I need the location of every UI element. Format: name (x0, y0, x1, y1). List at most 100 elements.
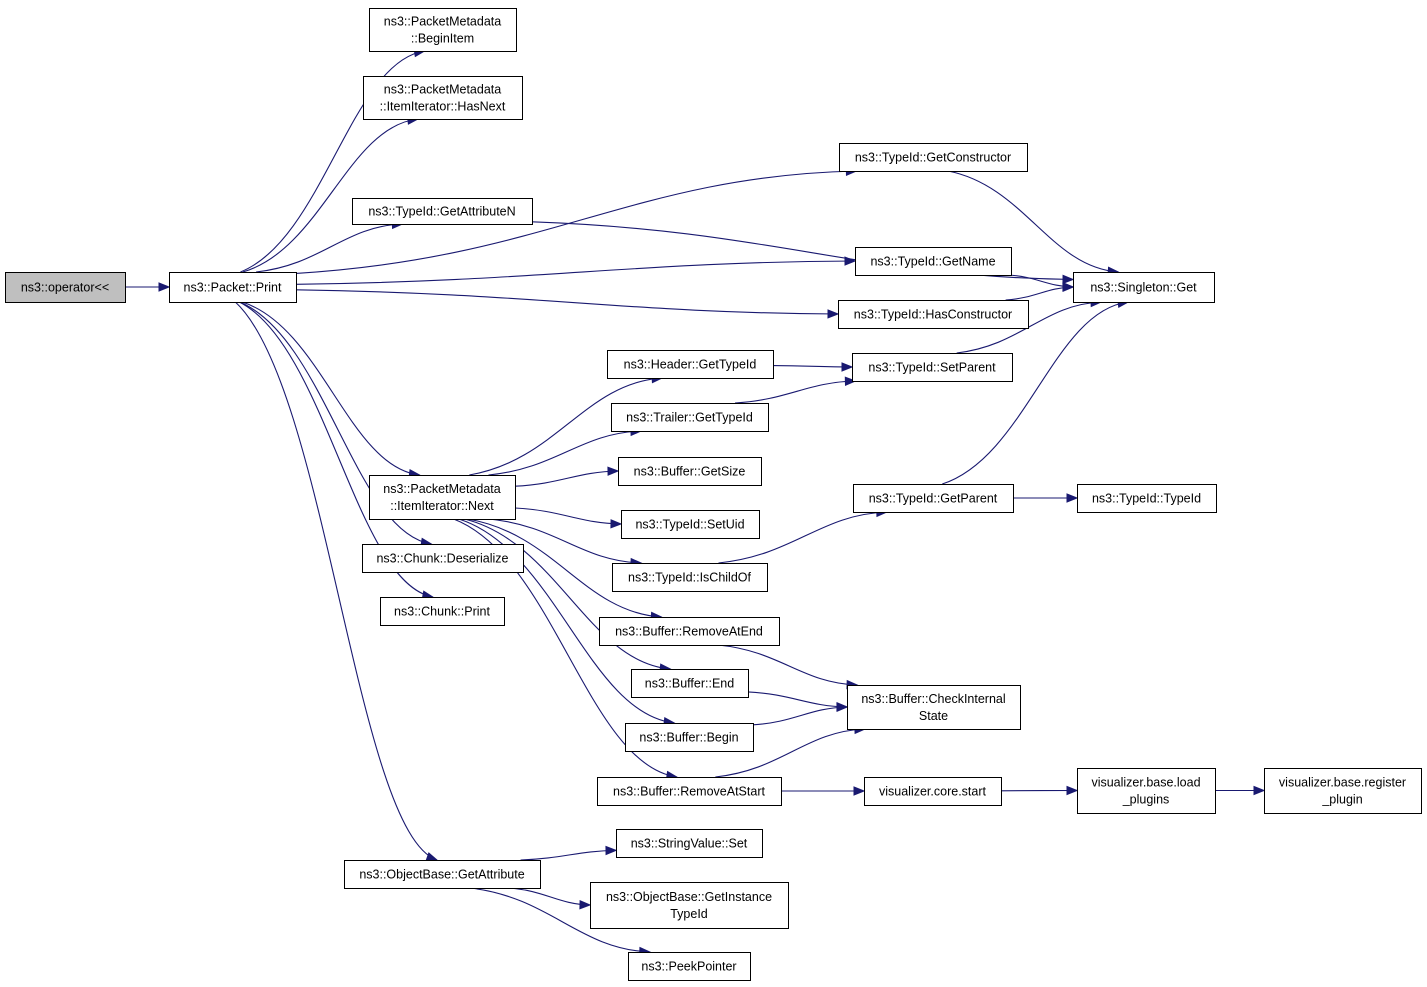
node-remove-at-end[interactable]: ns3::Buffer::RemoveAtEnd (599, 617, 780, 646)
node-label: visualizer.core.start (879, 785, 987, 799)
node-label: ns3::StringValue::Set (631, 837, 748, 851)
edge-n_remove_at_start-to-n_check_internal_state (715, 728, 865, 778)
nodes-layer: ns3::operator<<ns3::Packet::Printns3::Pa… (5, 8, 1422, 981)
node-label: ns3::Trailer::GetTypeId (626, 411, 753, 425)
node-box (607, 350, 774, 379)
node-operator[interactable]: ns3::operator<< (5, 272, 126, 303)
node-get-name[interactable]: ns3::TypeId::GetName (855, 247, 1012, 276)
edge-n_object_base_get_attribute-to-n_peek_pointer (470, 887, 650, 953)
node-label: _plugin (1321, 793, 1362, 807)
edge-n_item_iterator_next-to-n_trailer_get_type_id (488, 430, 641, 476)
node-object-base-get-attribute[interactable]: ns3::ObjectBase::GetAttribute (344, 860, 541, 889)
node-box (847, 685, 1021, 730)
arrowhead-n_buffer_begin-to-n_check_internal_state (836, 702, 849, 712)
node-box (352, 198, 533, 225)
node-visualizer-start[interactable]: visualizer.core.start (864, 777, 1002, 806)
node-box (855, 247, 1012, 276)
node-label: visualizer.base.load (1091, 776, 1200, 790)
edge-n_item_iterator_next-to-n_buffer_begin (458, 518, 675, 724)
arrowhead-n_get_attribute_n-to-n_singleton_get (1062, 274, 1075, 285)
node-item-iterator-next[interactable]: ns3::PacketMetadata::ItemIterator::Next (369, 475, 516, 520)
node-label: ns3::PacketMetadata (383, 482, 500, 496)
node-set-uid[interactable]: ns3::TypeId::SetUid (621, 510, 760, 539)
node-get-attribute-n[interactable]: ns3::TypeId::GetAttributeN (352, 198, 533, 225)
node-label: ::BeginItem (411, 32, 474, 46)
node-box (1077, 768, 1216, 814)
node-box (590, 882, 789, 929)
node-get-constructor[interactable]: ns3::TypeId::GetConstructor (839, 143, 1028, 172)
node-label: ns3::TypeId::GetAttributeN (368, 205, 515, 219)
arrowhead-n_visualizer_start-to-n_load_plugins (1066, 785, 1079, 796)
node-buffer-begin[interactable]: ns3::Buffer::Begin (625, 723, 754, 752)
node-label: ns3::Buffer::RemoveAtEnd (615, 625, 763, 639)
node-label: ns3::PacketMetadata (384, 15, 501, 29)
node-is-child-of[interactable]: ns3::TypeId::IsChildOf (612, 563, 768, 592)
edge-n_item_iterator_next-to-n_set_uid (514, 507, 622, 525)
node-type-id-ctor[interactable]: ns3::TypeId::TypeId (1077, 484, 1217, 513)
arrowhead-n_operator-to-n_packet_print (158, 282, 171, 292)
edge-n_trailer_get_type_id-to-n_set_parent (734, 380, 856, 404)
arrowhead-n_packet_print-to-n_object_base_get_attribute (425, 852, 439, 862)
node-label: ns3::Buffer::End (645, 677, 734, 691)
edge-n_item_iterator_next-to-n_buffer_get_size (514, 470, 619, 487)
edge-n_packet_print-to-n_object_base_get_attribute (234, 301, 438, 861)
node-get-parent[interactable]: ns3::TypeId::GetParent (853, 484, 1014, 513)
node-label: ns3::Chunk::Print (394, 605, 490, 619)
node-label: ns3::TypeId::SetParent (868, 361, 996, 375)
arrowhead-n_header_get_type_id-to-n_set_parent (841, 362, 854, 372)
node-peek-pointer[interactable]: ns3::PeekPointer (628, 952, 751, 981)
node-label: ns3::Header::GetTypeId (624, 358, 757, 372)
node-box (853, 484, 1014, 513)
arrowhead-n_has_constructor-to-n_singleton_get (1062, 282, 1075, 292)
node-box (362, 544, 524, 573)
node-label: ns3::ObjectBase::GetAttribute (359, 868, 524, 882)
node-label: ns3::PacketMetadata (384, 83, 501, 97)
node-box (631, 669, 749, 698)
node-label: ns3::Packet::Print (184, 281, 282, 295)
edge-n_buffer_begin-to-n_check_internal_state (752, 706, 848, 726)
node-label: ns3::Singleton::Get (1090, 281, 1197, 295)
edge-n_set_parent-to-n_singleton_get (956, 301, 1102, 354)
edge-n_packet_print-to-n_get_name (295, 260, 856, 285)
edge-n_item_iterator_next-to-n_header_get_type_id (469, 377, 663, 476)
edge-n_remove_at_end-to-n_check_internal_state (718, 644, 858, 686)
edge-n_packet_print-to-n_has_constructor (295, 289, 839, 315)
arrowhead-n_load_plugins-to-n_register_plugin (1253, 785, 1266, 796)
edge-n_packet_print-to-n_get_constructor (295, 170, 857, 274)
node-buffer-get-size[interactable]: ns3::Buffer::GetSize (618, 457, 762, 486)
node-chunk-deserialize[interactable]: ns3::Chunk::Deserialize (362, 544, 524, 573)
node-header-get-type-id[interactable]: ns3::Header::GetTypeId (607, 350, 774, 379)
node-singleton-get[interactable]: ns3::Singleton::Get (1073, 272, 1215, 303)
node-trailer-get-type-id[interactable]: ns3::Trailer::GetTypeId (611, 403, 769, 432)
node-box (616, 829, 763, 858)
edge-n_item_iterator_next-to-n_remove_at_start (453, 518, 677, 778)
arrowhead-n_get_parent-to-n_type_id_ctor (1066, 493, 1079, 503)
node-begin-item[interactable]: ns3::PacketMetadata::BeginItem (369, 8, 517, 52)
node-load-plugins[interactable]: visualizer.base.load_plugins (1077, 768, 1216, 814)
edge-n_object_base_get_attribute-to-n_get_instance_type_id (508, 887, 591, 906)
node-box (5, 272, 126, 303)
edge-n_item_iterator_next-to-n_is_child_of (488, 518, 642, 564)
node-has-next[interactable]: ns3::PacketMetadata::ItemIterator::HasNe… (363, 76, 523, 120)
edge-n_item_iterator_next-to-n_buffer_end (464, 518, 671, 670)
edge-n_is_child_of-to-n_get_parent (718, 511, 887, 564)
edge-n_packet_print-to-n_begin_item (240, 50, 425, 273)
node-register-plugin[interactable]: visualizer.base.register _plugin (1264, 768, 1422, 814)
node-chunk-print[interactable]: ns3::Chunk::Print (380, 597, 505, 626)
node-set-parent[interactable]: ns3::TypeId::SetParent (852, 353, 1013, 382)
node-label: visualizer.base.register (1279, 776, 1406, 790)
node-box (618, 457, 762, 486)
node-remove-at-start[interactable]: ns3::Buffer::RemoveAtStart (597, 777, 782, 806)
edge-n_packet_print-to-n_chunk_print (239, 301, 433, 598)
node-box (369, 475, 516, 520)
node-box (838, 300, 1029, 329)
node-string-value-set[interactable]: ns3::StringValue::Set (616, 829, 763, 858)
node-packet-print[interactable]: ns3::Packet::Print (169, 272, 297, 303)
node-label: ns3::Buffer::GetSize (634, 465, 746, 479)
node-buffer-end[interactable]: ns3::Buffer::End (631, 669, 749, 698)
node-has-constructor[interactable]: ns3::TypeId::HasConstructor (838, 300, 1029, 329)
edge-n_packet_print-to-n_get_attribute_n (256, 223, 403, 273)
